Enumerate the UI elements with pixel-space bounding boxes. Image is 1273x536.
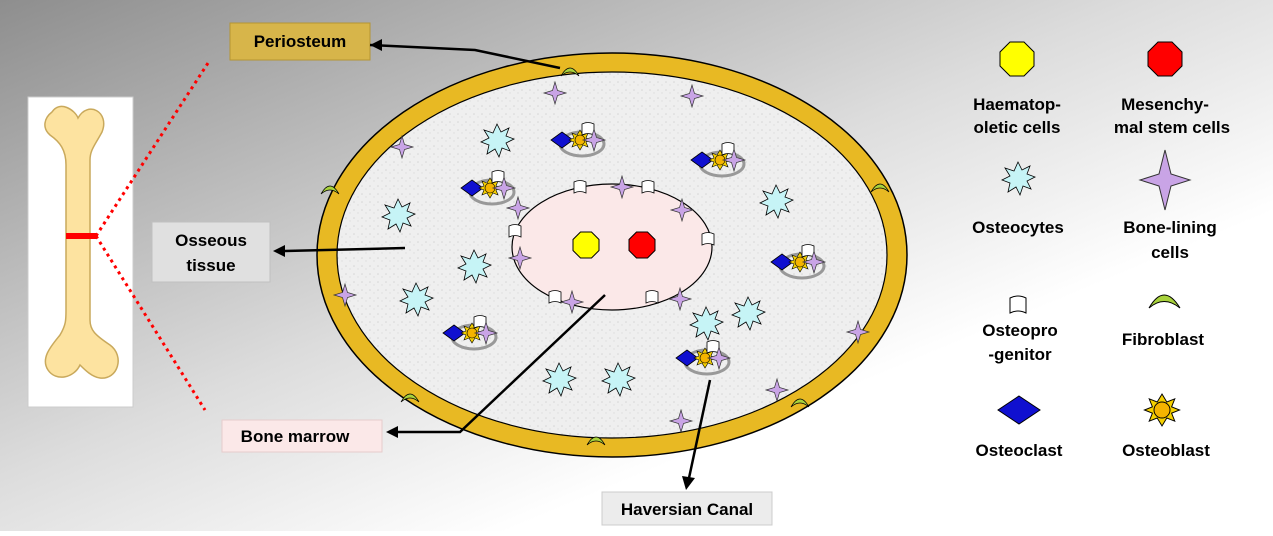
osteoprogenitor-icon: [549, 291, 561, 304]
osteoprogenitor-icon: [509, 225, 521, 238]
osteoprogenitor-icon: [1010, 296, 1026, 313]
legend-label: Osteoclast: [976, 441, 1063, 460]
legend-label: mal stem cells: [1114, 118, 1230, 137]
haematopoietic-cell-icon: [1000, 42, 1034, 76]
haversian-canal-label: Haversian Canal: [621, 500, 753, 519]
cross-section-marker: [66, 233, 96, 239]
legend-label: Fibroblast: [1122, 330, 1205, 349]
osteoprogenitor-icon: [646, 291, 658, 304]
legend-label: Mesenchy-: [1121, 95, 1209, 114]
osseous-label-line2: tissue: [186, 256, 235, 275]
mesenchymal-stem-cell-icon: [1148, 42, 1182, 76]
haematopoietic-cell-icon: [573, 232, 599, 258]
periosteum-label: Periosteum: [254, 32, 347, 51]
legend-label: Haematop-: [973, 95, 1061, 114]
mesenchymal-stem-cell-icon: [629, 232, 655, 258]
legend-label: Osteopro: [982, 321, 1058, 340]
osteoprogenitor-icon: [702, 233, 714, 246]
osseous-label-line1: Osseous: [175, 231, 247, 250]
legend-label: Osteoblast: [1122, 441, 1210, 460]
osteoprogenitor-icon: [642, 181, 654, 194]
osteoprogenitor-icon: [574, 181, 586, 194]
legend-label: Osteocytes: [972, 218, 1064, 237]
legend-label: cells: [1151, 243, 1189, 262]
legend-label: Bone-lining: [1123, 218, 1216, 237]
legend-label: oletic cells: [974, 118, 1061, 137]
legend-label: -genitor: [988, 345, 1052, 364]
bone-marrow-label: Bone marrow: [241, 427, 350, 446]
osteoblast-icon: [1144, 394, 1179, 426]
